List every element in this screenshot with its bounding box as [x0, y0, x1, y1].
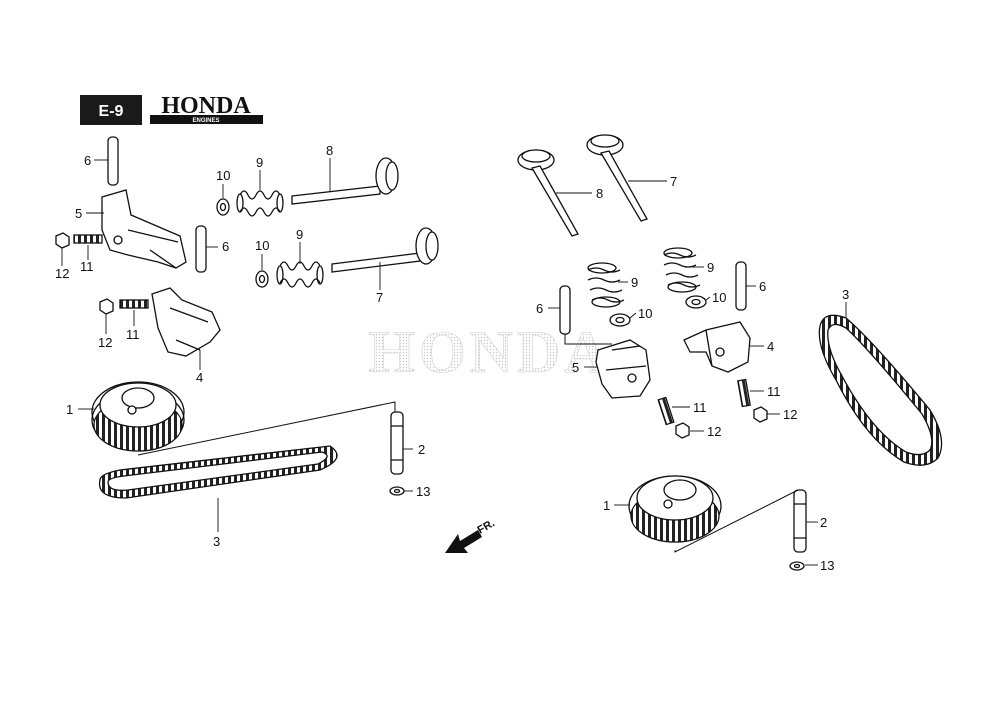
right-part-8-valve	[517, 149, 579, 237]
left-assembly	[55, 136, 439, 499]
callout-left-11a: 11	[80, 259, 94, 274]
right-assembly	[517, 134, 943, 571]
callout-right-11a: 11	[693, 400, 707, 415]
callout-left-13: 13	[416, 484, 430, 499]
right-part-11-adjuster-right	[737, 378, 751, 408]
callout-right-10b: 10	[712, 290, 726, 305]
callout-left-3: 3	[213, 534, 220, 549]
right-part-13-washer	[789, 561, 805, 571]
left-part-13-washer	[389, 486, 405, 496]
left-part-11-adjuster-upper	[73, 234, 103, 244]
callout-right-12a: 12	[707, 424, 721, 439]
front-arrow-icon	[445, 530, 482, 553]
callout-right-13: 13	[820, 558, 834, 573]
left-part-1-cam-pulley	[91, 381, 185, 452]
right-part-10-retainer-right	[685, 295, 707, 309]
right-part-12-nut-left	[675, 422, 690, 439]
left-part-12-nut-upper	[55, 232, 70, 249]
left-bracket-line	[137, 401, 396, 456]
left-part-9-spring-lower	[276, 261, 324, 288]
right-part-12-nut-right	[753, 406, 768, 423]
brand-sub-bar	[150, 115, 263, 124]
callout-right-8: 8	[596, 186, 603, 201]
right-part-2-shaft	[793, 489, 807, 553]
left-callouts: 6 5 11 12 10 9 8 6 10 9 7 11 12 4 1 2 3 …	[55, 143, 430, 549]
callout-right-6a: 6	[536, 301, 543, 316]
front-direction-indicator: FR.	[445, 517, 497, 553]
left-part-3-timing-belt	[98, 445, 338, 499]
page-code-badge	[80, 95, 142, 125]
right-callouts: 8 7 9 9 6 10 10 6 3 5 4 11 11 12 12 1 2 …	[536, 174, 849, 573]
callout-left-2: 2	[418, 442, 425, 457]
callout-right-11b: 11	[767, 384, 781, 399]
callout-left-5: 5	[75, 206, 82, 221]
right-part-9-spring-right	[663, 247, 701, 293]
brand-sub: ENGINES	[192, 118, 219, 124]
left-part-5-rocker-arm	[101, 189, 187, 269]
right-part-6-pin-right	[735, 261, 747, 311]
callout-right-12b: 12	[783, 407, 797, 422]
callout-left-10b: 10	[255, 238, 269, 253]
callout-right-5: 5	[572, 360, 579, 375]
right-part-3-timing-belt	[818, 314, 943, 466]
callout-left-12b: 12	[98, 335, 112, 350]
left-part-7-valve	[331, 227, 439, 273]
callout-right-4: 4	[767, 339, 774, 354]
callout-right-2: 2	[820, 515, 827, 530]
left-part-10-retainer-upper	[216, 198, 230, 216]
callout-left-6b: 6	[222, 239, 229, 254]
right-leader-lines	[548, 180, 847, 566]
right-part-6-pin-left	[559, 285, 571, 335]
callout-left-11b: 11	[126, 327, 140, 342]
left-leader-lines	[61, 158, 413, 532]
honda-watermark: HONDA	[368, 319, 611, 385]
left-part-4-rocker-arm	[151, 287, 221, 357]
front-label: FR.	[476, 517, 497, 536]
right-part-4-rocker-arm	[683, 321, 751, 373]
right-part-1-cam-pulley	[628, 475, 722, 543]
left-part-6-pin-upper	[107, 136, 119, 186]
left-part-9-spring-upper	[236, 190, 284, 217]
callout-left-8: 8	[326, 143, 333, 158]
right-bracket-line-lower	[674, 489, 799, 553]
callout-left-10a: 10	[216, 168, 230, 183]
left-part-10-retainer-lower	[255, 270, 269, 288]
callout-right-9b: 9	[707, 260, 714, 275]
callout-right-6b: 6	[759, 279, 766, 294]
callout-left-12a: 12	[55, 266, 69, 281]
callout-right-7: 7	[670, 174, 677, 189]
right-part-10-retainer-left	[609, 313, 631, 327]
right-part-5-rocker-arm	[595, 339, 651, 399]
left-part-8-valve	[291, 157, 399, 205]
callout-left-9a: 9	[256, 155, 263, 170]
page-code: E-9	[99, 103, 124, 120]
callout-right-9a: 9	[631, 275, 638, 290]
brand-logo: HONDA	[161, 93, 251, 119]
right-part-7-valve	[586, 134, 648, 222]
left-part-12-nut-lower	[99, 298, 114, 315]
left-part-11-adjuster-lower	[119, 299, 149, 309]
right-bracket-line-upper	[564, 334, 612, 345]
callout-left-7: 7	[376, 290, 383, 305]
callout-left-1: 1	[66, 402, 73, 417]
callout-left-9b: 9	[296, 227, 303, 242]
right-part-11-adjuster-left	[657, 396, 675, 426]
callout-right-3: 3	[842, 287, 849, 302]
page-header: E-9 HONDA ENGINES	[80, 93, 263, 125]
callout-left-6a: 6	[84, 153, 91, 168]
right-part-9-spring-left	[587, 262, 625, 308]
left-part-6-pin-middle	[195, 225, 207, 273]
callout-right-10a: 10	[638, 306, 652, 321]
callout-right-1: 1	[603, 498, 610, 513]
left-part-2-shaft	[390, 411, 404, 475]
callout-left-4: 4	[196, 370, 203, 385]
